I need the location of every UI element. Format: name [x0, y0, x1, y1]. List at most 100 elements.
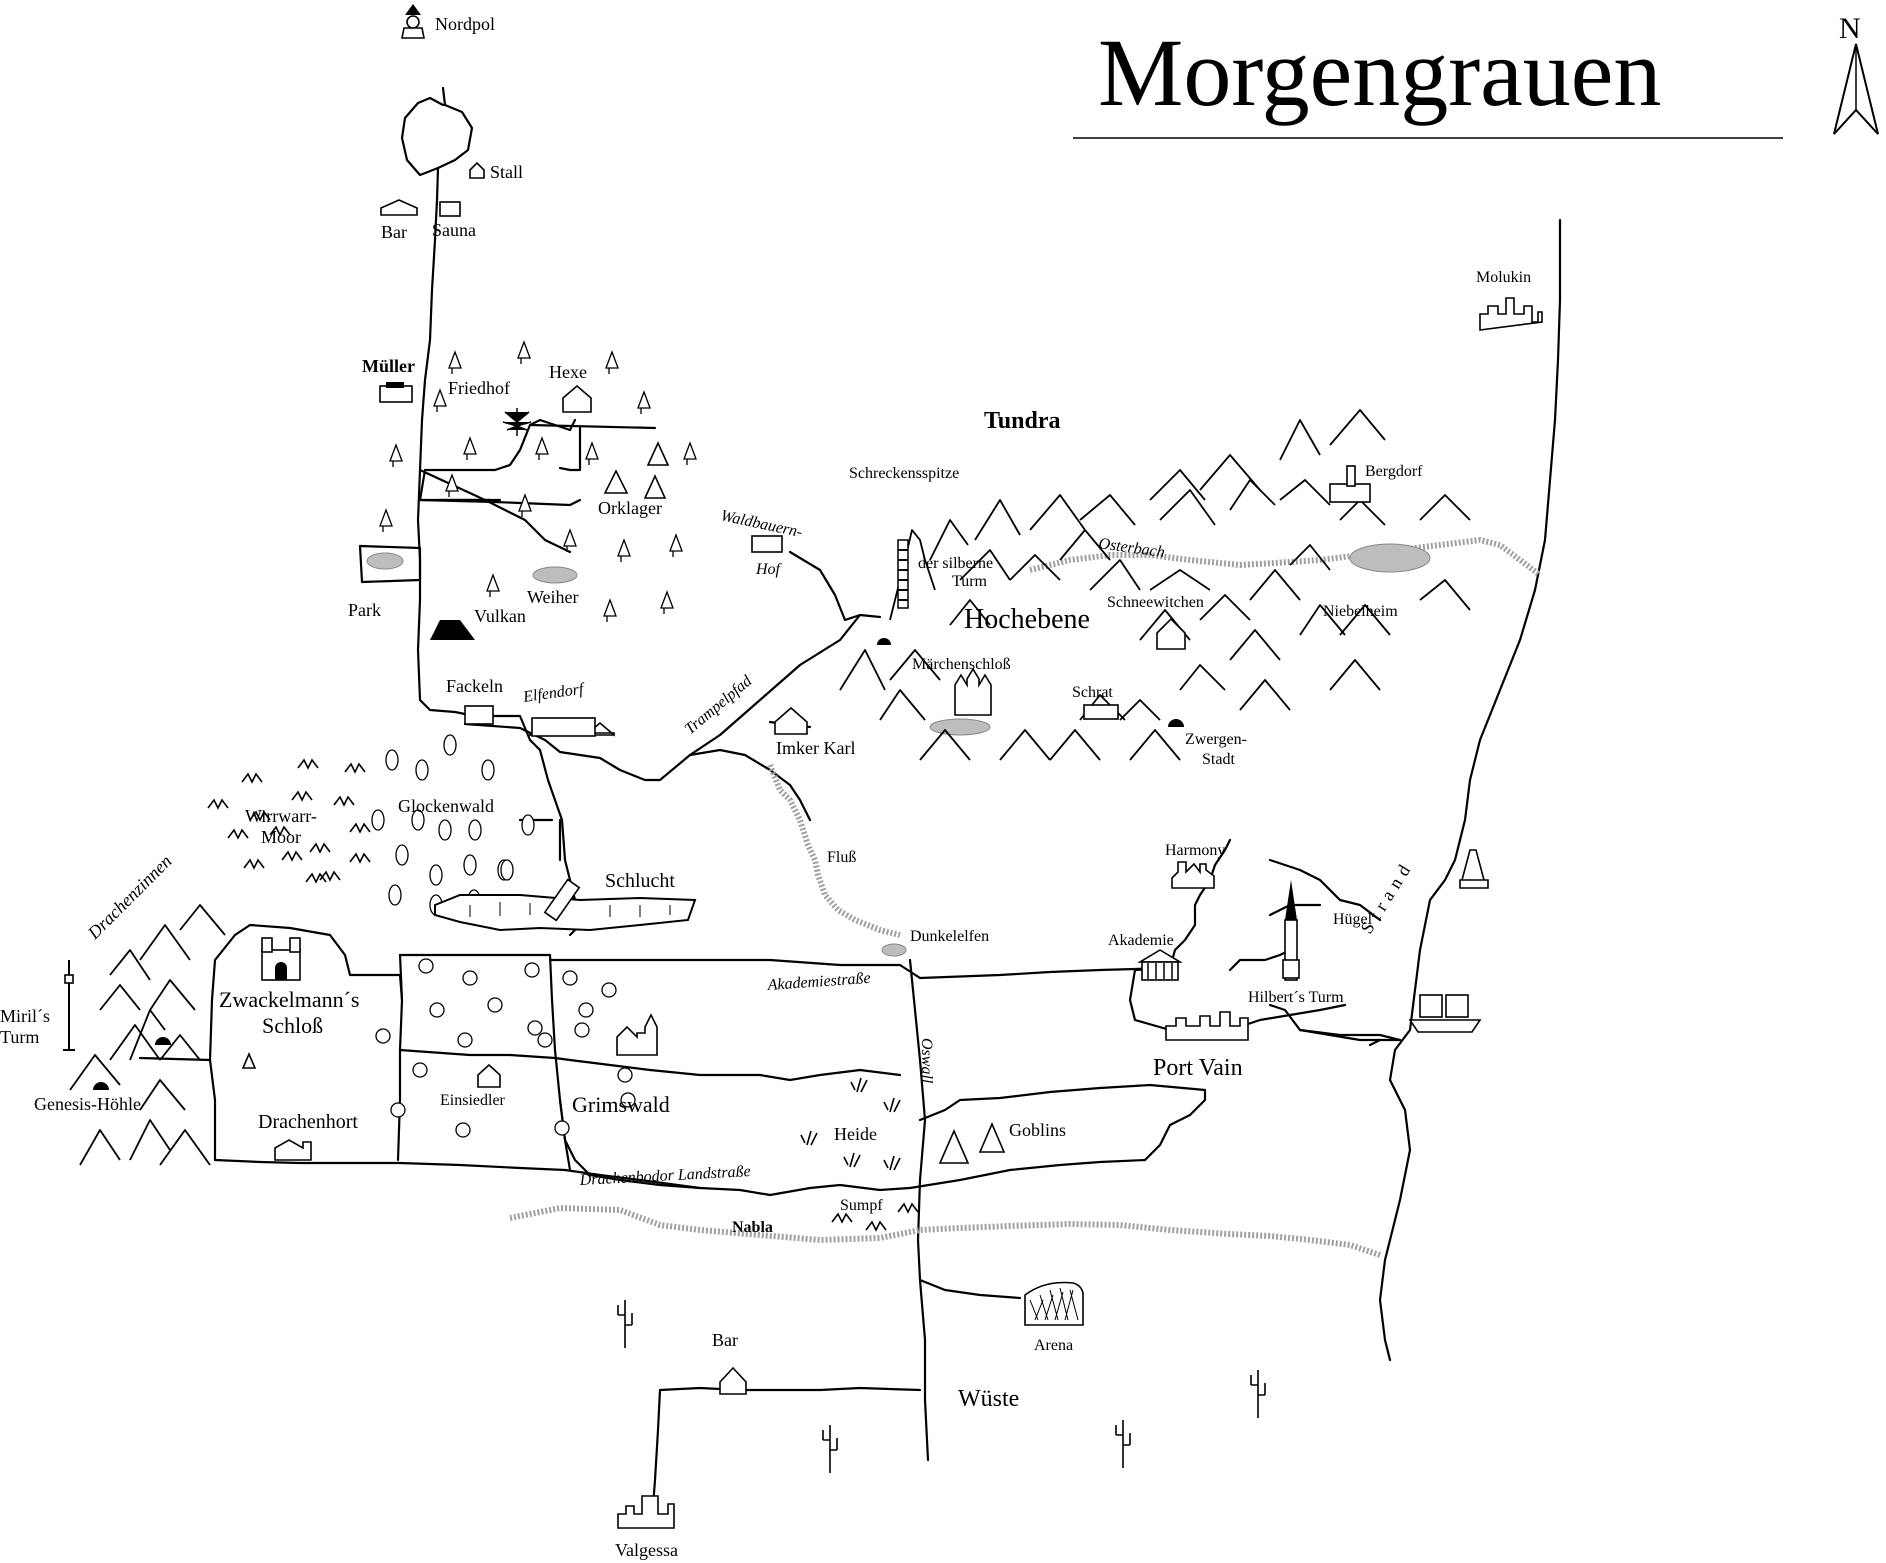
goblin-tent-icon [938, 1129, 970, 1164]
label-elfendorf: Elfendorf [521, 680, 587, 706]
tent-icon [643, 474, 667, 499]
label-grimswald: Grimswald [572, 1092, 670, 1117]
goblin-tent-icon [978, 1121, 1006, 1153]
bar-south-icon [719, 1366, 747, 1395]
harmony-icon [1171, 861, 1215, 889]
label-hof: Hof [755, 561, 783, 578]
label-hugel: Hügel [1333, 911, 1373, 928]
bridge-icon [543, 878, 581, 922]
label-dunkelelfen: Dunkelelfen [910, 928, 989, 945]
tent-icon [603, 469, 629, 494]
label-goblins: Goblins [1009, 1120, 1066, 1140]
label-genesis: Genesis-Höhle [34, 1094, 141, 1114]
label-nordpol: Nordpol [435, 14, 495, 34]
grimswald-trees [375, 958, 636, 1138]
river-osterbach [1029, 536, 1542, 578]
bar-north-icon [380, 199, 418, 216]
label-glockenwald: Glockenwald [398, 796, 494, 816]
grimswald-village-icon [616, 1013, 658, 1056]
label-imker-karl: Imker Karl [776, 738, 855, 758]
cactus-icon [822, 1425, 838, 1473]
stall-icon [469, 161, 485, 179]
church-icon [1282, 880, 1300, 981]
label-wirrwarr-2: Moor [261, 827, 301, 847]
label-mueller: Müller [362, 356, 415, 376]
waterways [366, 536, 1542, 1258]
arena-icon [1024, 1281, 1084, 1326]
label-bar-north: Bar [381, 222, 407, 242]
tent-icon [646, 441, 670, 466]
roads [138, 86, 1562, 1522]
label-orklager: Orklager [598, 498, 662, 518]
genesis-cave-icon [93, 1082, 109, 1090]
drachenhort-icon [274, 1139, 312, 1161]
label-schlucht: Schlucht [605, 870, 675, 892]
river-fluss [767, 763, 901, 938]
forest-trees [379, 340, 697, 622]
label-zwergen-1: Zwergen- [1185, 731, 1247, 748]
schrat-icon [1083, 704, 1119, 720]
map-title: Morgengrauen [1098, 19, 1661, 126]
label-nabla: Nabla [732, 1219, 773, 1236]
label-wirrwarr-1: Wirrwarr- [245, 806, 317, 826]
cave-icon [877, 638, 891, 645]
label-silberne-turm-2: Turm [952, 573, 988, 590]
bergdorf-icon [1329, 465, 1371, 503]
label-zwackel-2: Schloß [262, 1013, 323, 1038]
desert-cacti [617, 1300, 1266, 1473]
dunkelelfen-pond [881, 943, 907, 957]
silver-tower-icon [897, 539, 909, 609]
label-valgessa: Valgessa [615, 1540, 678, 1560]
label-sumpf: Sumpf [840, 1197, 883, 1214]
moor-grass [207, 758, 919, 1232]
santa-icon [401, 4, 425, 39]
label-maerchenschloss: Märchenschloß [912, 656, 1011, 673]
schneewitchen-icon [1156, 617, 1186, 650]
akademie-icon [1137, 949, 1183, 981]
mueller-icon [379, 382, 413, 403]
label-akademie: Akademie [1108, 932, 1174, 949]
maerchen-lake [929, 718, 991, 736]
label-port-vain: Port Vain [1153, 1055, 1243, 1081]
label-trampelpfad: Trampelpfad [682, 672, 756, 738]
cactus-icon [1250, 1370, 1266, 1418]
map-icons [63, 4, 1543, 1529]
hof-icon [751, 535, 783, 553]
einsiedler-icon [477, 1063, 501, 1088]
label-schreckensspitze: Schreckensspitze [849, 465, 959, 482]
label-vulkan: Vulkan [474, 606, 526, 626]
label-zwergen-2: Stadt [1202, 751, 1235, 768]
label-sauna: Sauna [432, 220, 476, 240]
label-hexe: Hexe [549, 362, 587, 382]
label-niebelheim: Niebelheim [1323, 603, 1398, 620]
label-fluss: Fluß [827, 849, 856, 866]
label-zwackel-1: Zwackelmann´s [219, 987, 360, 1012]
lighthouse-icon [1459, 849, 1489, 889]
label-stall: Stall [490, 162, 523, 182]
label-oswall: Oswall [918, 1038, 935, 1084]
mountains [69, 409, 1471, 1166]
label-bergdorf: Bergdorf [1365, 463, 1423, 480]
label-tundra: Tundra [984, 408, 1061, 434]
port-vain-icon [1165, 1011, 1249, 1041]
park-pond [366, 552, 404, 570]
cave-icon [155, 1037, 171, 1045]
molukin-icon [1479, 297, 1543, 331]
label-akademiestrasse: Akademiestraße [766, 970, 871, 994]
cactus-icon [617, 1300, 633, 1348]
label-harmony: Harmony [1165, 842, 1225, 859]
valgessa-icon [617, 1495, 675, 1529]
volcano-icon [430, 620, 475, 640]
label-mirils-1: Miril´s [0, 1006, 50, 1026]
imker-icon [774, 706, 808, 735]
label-einsiedler: Einsiedler [440, 1092, 506, 1109]
compass-north-letter: N [1839, 12, 1861, 45]
ship-icon [1408, 994, 1482, 1033]
place-labels: Nordpol Stall Bar Sauna Müller Friedhof … [0, 14, 1531, 1560]
zwackelmann-castle-icon [261, 937, 301, 981]
weiher-pond [532, 566, 578, 584]
label-molukin: Molukin [1476, 269, 1531, 286]
label-bar-south: Bar [712, 1330, 738, 1350]
label-silberne-turm-1: der silberne [918, 555, 993, 572]
label-arena: Arena [1034, 1337, 1073, 1354]
